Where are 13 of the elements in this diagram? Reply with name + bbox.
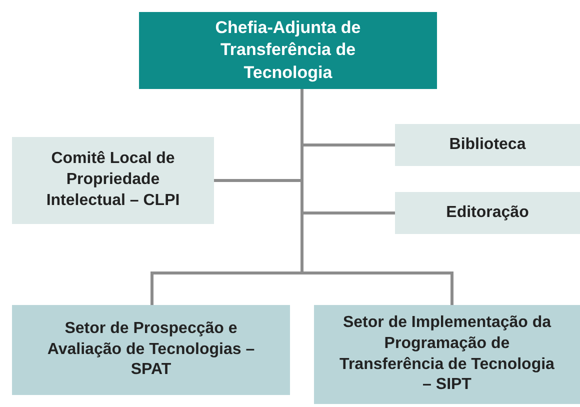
- unit-box: [314, 305, 580, 404]
- unit-name: Editoração: [446, 202, 529, 223]
- connector-line: [300, 89, 454, 305]
- header-box: [139, 12, 437, 89]
- unit-box: [12, 137, 214, 224]
- unit-name: Setor de Prospecção e Avaliação de Tecnologias – SPAT: [46, 318, 256, 380]
- unit-name: Chefia-Adjunta de Transferência de Tecnologia: [214, 17, 362, 84]
- unit-box: [395, 192, 580, 234]
- unit-box: [395, 124, 580, 166]
- unit-name: Comitê Local de Propriedade Intelectual – CLPI: [45, 149, 181, 211]
- unit-name: Setor de Implementação da Programação de Transferência de Tecnologia – SIPT: [338, 312, 556, 396]
- unit-name: Biblioteca: [449, 134, 526, 155]
- unit-box: [12, 305, 290, 395]
